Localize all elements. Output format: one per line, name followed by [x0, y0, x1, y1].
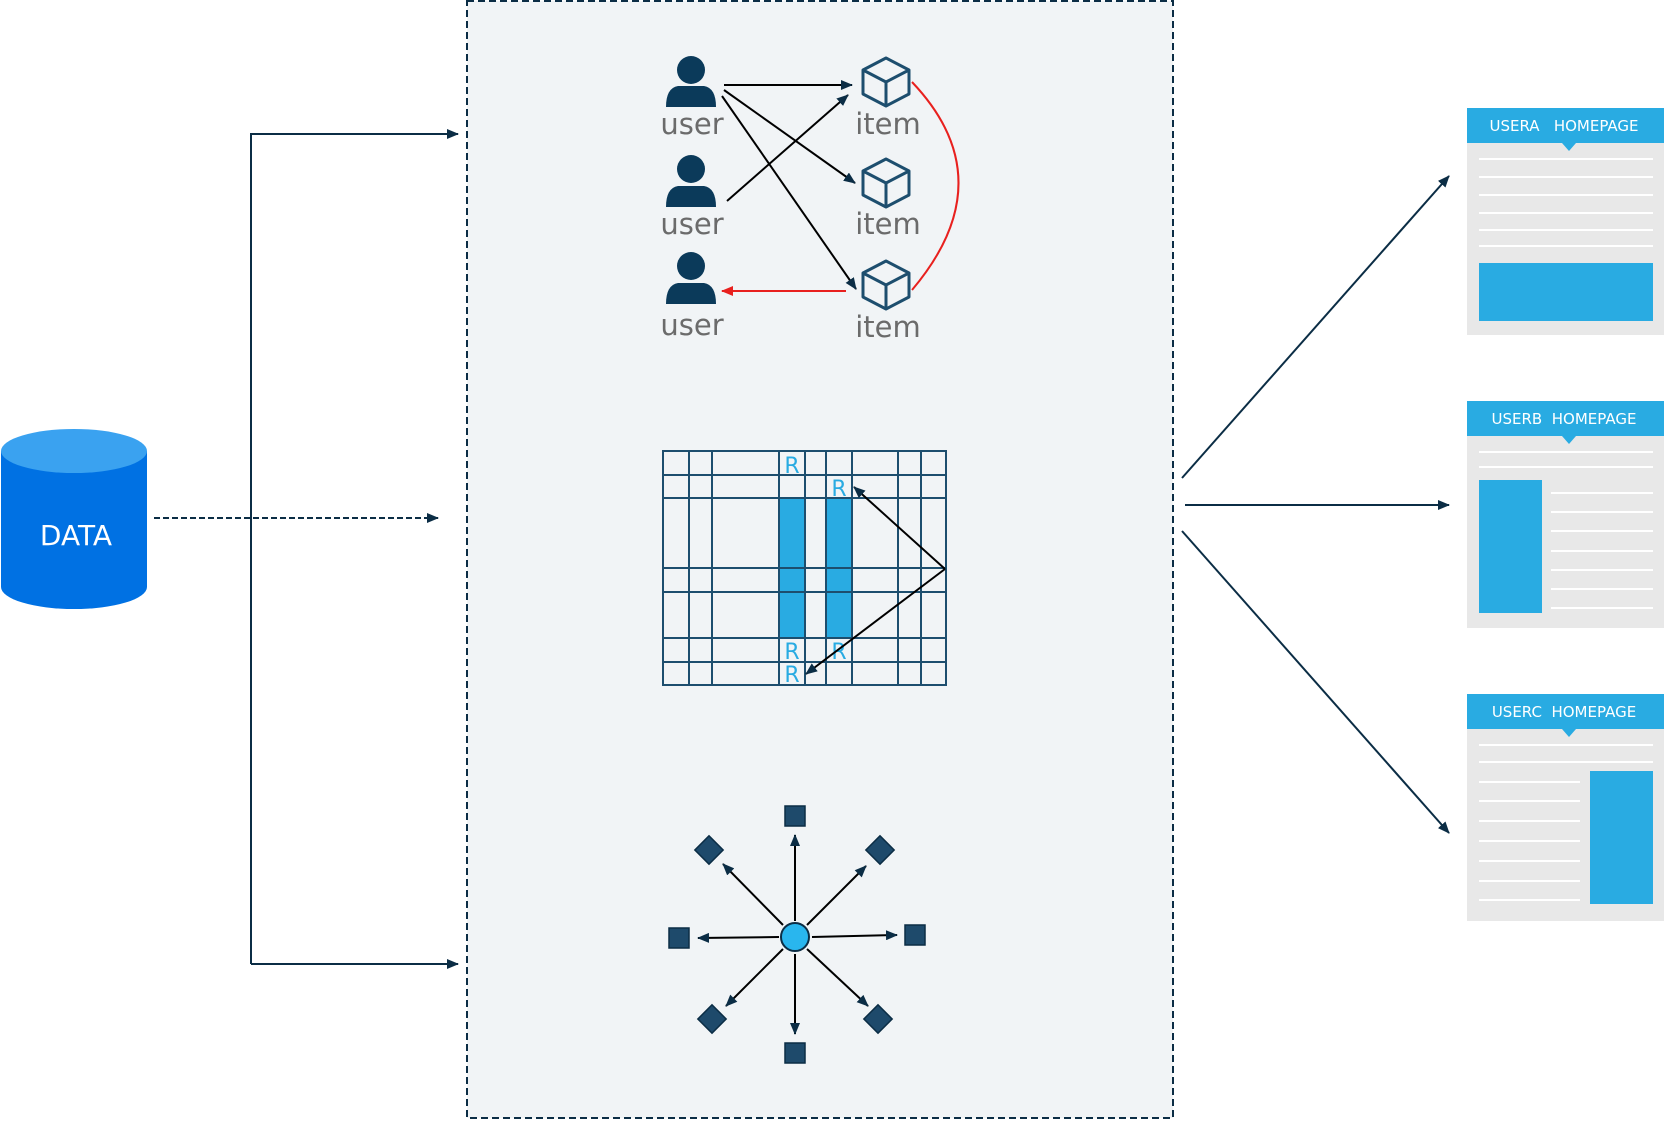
node-diamond	[696, 1003, 728, 1035]
user-icon	[666, 252, 716, 304]
node-diamond	[864, 834, 896, 866]
item-label: item	[855, 207, 921, 241]
item-cube-icon	[861, 157, 911, 209]
item-similarity-curve	[911, 81, 960, 291]
data-label: DATA	[40, 519, 112, 552]
homepage-card: USERC HOMEPAGE	[1467, 694, 1664, 921]
output-connectors	[1181, 175, 1450, 834]
interaction-arrow	[721, 95, 857, 290]
node-diamond	[693, 834, 725, 866]
radial-model	[668, 805, 926, 1064]
interaction-arrow	[726, 94, 849, 202]
user-label: user	[660, 207, 723, 241]
item-label: item	[855, 310, 921, 344]
item-label: item	[855, 107, 921, 141]
rating-marker: R	[831, 477, 846, 502]
item-cube-icon	[861, 259, 911, 311]
rating-marker: R	[784, 454, 799, 479]
node-square	[904, 924, 926, 946]
radial-arrow	[811, 930, 898, 941]
node-square	[784, 1042, 806, 1064]
homepage-title: USERA HOMEPAGE	[1489, 117, 1638, 135]
data-store: DATA	[1, 429, 147, 609]
radial-arrow	[806, 948, 869, 1007]
rating-marker: R	[784, 640, 799, 665]
item-cube-icon	[861, 56, 911, 108]
data-flow-connectors	[154, 129, 459, 969]
algorithm-panel	[466, 0, 1174, 1119]
node-diamond	[862, 1003, 894, 1035]
matrix-arrow	[853, 486, 946, 570]
node-square	[668, 927, 690, 949]
matrix-arrow	[805, 568, 946, 675]
node-square	[784, 805, 806, 827]
homepage-card: USERA HOMEPAGE	[1467, 108, 1664, 335]
user-icon	[666, 56, 716, 107]
radial-arrow	[697, 932, 780, 943]
homepage-card: USERB HOMEPAGE	[1467, 401, 1664, 628]
center-node	[780, 922, 810, 952]
radial-arrow	[806, 865, 867, 926]
user-item-graph: user user user item item item	[660, 56, 960, 344]
rating-matrix: R R R R R	[662, 450, 947, 688]
radial-arrow	[725, 948, 784, 1007]
homepage-title: USERC HOMEPAGE	[1492, 703, 1636, 721]
homepage-title: USERB HOMEPAGE	[1492, 410, 1637, 428]
user-label: user	[660, 308, 723, 342]
interaction-arrow	[723, 89, 856, 184]
rating-marker: R	[784, 663, 799, 688]
user-icon	[666, 155, 716, 207]
user-label: user	[660, 107, 723, 141]
radial-arrow	[722, 863, 784, 926]
